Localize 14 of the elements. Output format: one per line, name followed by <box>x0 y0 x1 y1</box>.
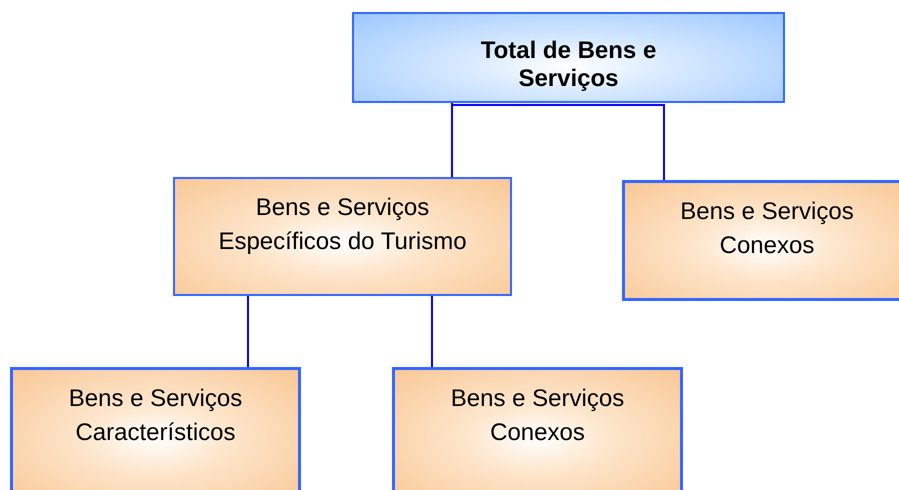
box-label: Bens e Serviços Específicos do Turismo <box>217 193 468 257</box>
connector-line <box>431 296 433 367</box>
connector-line <box>452 104 665 180</box>
category-box <box>392 367 683 490</box>
root-box <box>352 12 785 103</box>
connector-line <box>451 103 453 177</box>
category-box <box>173 177 512 296</box>
box-label: Bens e Serviços Conexos <box>450 384 626 448</box>
box-label: Bens e Serviços Conexos <box>679 197 855 261</box>
box-label: Bens e Serviços Característicos <box>68 384 244 448</box>
box-label: Total de Bens e Serviços <box>480 36 658 92</box>
category-box <box>622 180 899 301</box>
category-box <box>10 367 301 490</box>
connector-line <box>247 296 249 367</box>
